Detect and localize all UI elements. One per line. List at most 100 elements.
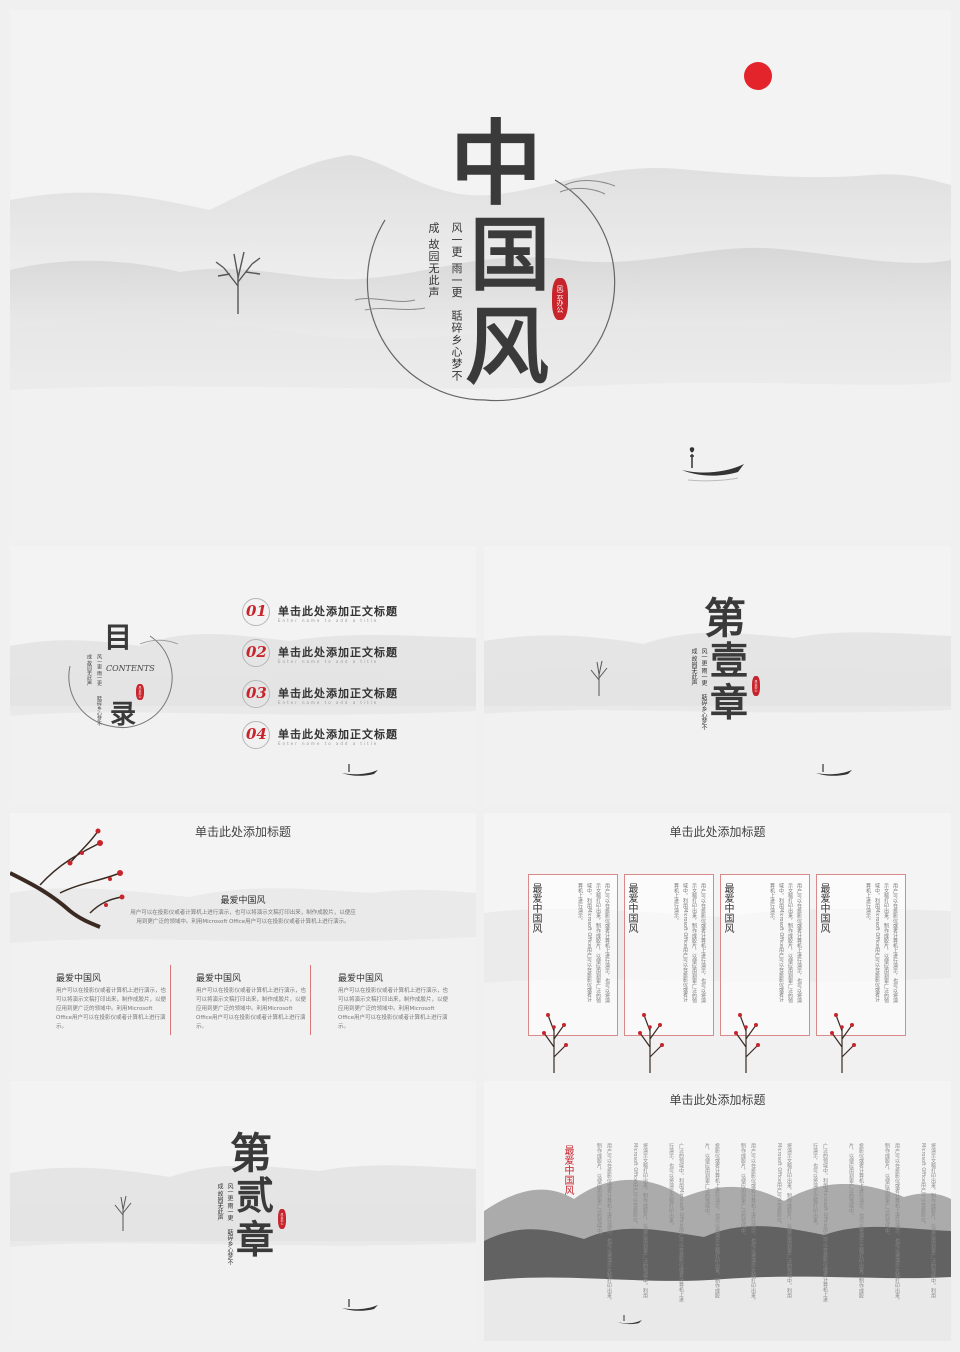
- text-column: 将演示文稿打印出来，制作成胶片，以便应用到更广泛的领域中。利用Microsoft…: [776, 1143, 792, 1298]
- mountain-background: [484, 546, 951, 806]
- chapter1-poem-line-1: 风一更 雨一更: [700, 648, 707, 686]
- toc-poem-line-3: 成 故园无此声: [86, 654, 92, 686]
- cover-title-char-1: 中: [450, 110, 543, 218]
- mountain-background: [10, 546, 476, 806]
- column-heading: 最爱中国风: [196, 974, 242, 984]
- toc-item-subtitle: Enter name to add a title: [278, 618, 379, 623]
- toc-poem-line-2: 聒碎乡心梦不: [96, 696, 102, 726]
- toc-number: 01: [246, 602, 267, 620]
- ring-ornament: [68, 635, 179, 728]
- chapter2-slide: 第 贰 章 风一更 雨一更 聒碎乡心梦不 成 故园无此声 风云办公: [10, 1081, 476, 1341]
- section-heading: 最爱中国风: [220, 896, 266, 906]
- toc-item-title: 单击此处添加正文标题: [278, 728, 398, 741]
- column-body: 用户可以在投影仪或者计算机上进行演示，也可以将演示文稿打印出来，制作成胶片，以便…: [56, 988, 167, 1030]
- plum-branch-icon: [10, 828, 125, 929]
- boat-icon: [342, 764, 378, 776]
- text-slide: 单击此处添加标题 最爱中国风 用户可以在投影仪或者计算机上进行演示，也可以将演示…: [10, 813, 476, 1073]
- red-sun: [744, 62, 772, 90]
- toc-item-subtitle: Enter name to add a title: [278, 659, 379, 664]
- toc-slide: 目 录 CONTENTS 风一更 雨一更 聒碎乡心梦不 成 故园无此声 风云办公…: [10, 546, 476, 806]
- card-heading: 最爱中国风: [626, 883, 637, 933]
- cover-seal: 风云办公: [552, 278, 568, 320]
- section-body: 用户可以在投影仪或者计算机上进行演示，也可以将演示文稿打印出来，制作成胶片，以便…: [130, 910, 356, 925]
- plum-sprig-icon: [638, 1013, 664, 1073]
- info-card[interactable]: 最爱中国风 用户可以在投影仪或者计算机上进行演示，也可以将演示文稿打印出来，制作…: [624, 874, 714, 1036]
- toc-number: 03: [246, 684, 267, 702]
- chapter2-title-char-2: 贰: [236, 1173, 275, 1218]
- chapter1-poem-line-2: 聒碎乡心梦不: [700, 694, 707, 730]
- chapter1-title-char-1: 第: [704, 594, 747, 643]
- ink-landscape-background: [484, 1081, 951, 1341]
- mountain-background: [10, 813, 476, 1073]
- slide-title[interactable]: 单击此处添加标题: [194, 825, 291, 839]
- chapter2-title-char-1: 第: [230, 1129, 273, 1178]
- boat-icon: [682, 447, 744, 482]
- text-column: 用户可以在投影仪或者计算机上进行演示，也可以将演示文稿打印出来，制作成胶片，以便…: [740, 1143, 756, 1303]
- toc-number-ring: [242, 680, 270, 708]
- card-body: 用户可以在投影仪或者计算机上进行演示，也可以将演示文稿打印出来，制作成胶片，以便…: [673, 883, 706, 1003]
- slide-title[interactable]: 单击此处添加标题: [669, 1093, 766, 1107]
- text-column: 将演示文稿打印出来，制作成胶片，以便应用到更广泛的领域中。利用Microsoft…: [632, 1143, 648, 1298]
- text-column: 用户可以在投影仪或者计算机上进行演示，也可以将演示文稿打印出来，制作成胶片，以便…: [596, 1143, 612, 1303]
- boat-icon: [618, 1315, 642, 1325]
- card-body: 用户可以在投影仪或者计算机上进行演示，也可以将演示文稿打印出来，制作成胶片，以便…: [865, 883, 898, 1003]
- column-divider: [170, 965, 171, 1035]
- chapter2-title-char-3: 章: [236, 1217, 275, 1262]
- toc-number: 02: [246, 643, 267, 661]
- toc-item-title: 单击此处添加正文标题: [278, 687, 398, 700]
- plum-sprig-icon: [830, 1013, 856, 1073]
- info-card[interactable]: 最爱中国风 用户可以在投影仪或者计算机上进行演示，也可以将演示文稿打印出来，制作…: [528, 874, 618, 1036]
- toc-item-subtitle: Enter name to add a title: [278, 700, 379, 705]
- info-card[interactable]: 最爱中国风 用户可以在投影仪或者计算机上进行演示，也可以将演示文稿打印出来，制作…: [816, 874, 906, 1036]
- chapter1-seal: 风云办公: [752, 676, 760, 696]
- tree-icon: [114, 1195, 132, 1231]
- column-body: 用户可以在投影仪或者计算机上进行演示，也可以将演示文稿打印出来，制作成胶片，以便…: [338, 988, 449, 1030]
- cover-poem-line-1: 风一更 雨一更: [450, 222, 463, 299]
- column-divider: [310, 965, 311, 1035]
- column-heading: 最爱中国风: [338, 974, 384, 984]
- plum-sprig-icon: [542, 1013, 568, 1073]
- chapter2-poem-line-3: 成 故园无此声: [216, 1183, 223, 1221]
- chapter2-poem-line-1: 风一更 雨一更: [226, 1183, 233, 1221]
- card-body: 用户可以在投影仪或者计算机上进行演示，也可以将演示文稿打印出来，制作成胶片，以便…: [769, 883, 802, 1003]
- cards-slide: 单击此处添加标题 最爱中国风 用户可以在投影仪或者计算机上进行演示，也可以将演示…: [484, 813, 951, 1073]
- info-card[interactable]: 最爱中国风 用户可以在投影仪或者计算机上进行演示，也可以将演示文稿打印出来，制作…: [720, 874, 810, 1036]
- mountain-background: [10, 1081, 476, 1341]
- card-heading: 最爱中国风: [722, 883, 733, 933]
- toc-title-char-2: 录: [110, 700, 137, 730]
- card-heading: 最爱中国风: [818, 883, 829, 933]
- boat-icon: [342, 1299, 378, 1311]
- text-column: 最爱中国风 用户可以在投影仪或者计算机上进行演示，也可以将演示文稿打印出来，制作…: [338, 971, 448, 1032]
- contents-label: CONTENTS: [106, 664, 155, 673]
- toc-number-ring: [242, 639, 270, 667]
- chapter1-poem-line-3: 成 故园无此声: [690, 648, 697, 686]
- chapter2-seal: 风云办公: [278, 1209, 286, 1229]
- slide-title[interactable]: 单击此处添加标题: [669, 825, 766, 839]
- column-heading: 最爱中国风: [56, 974, 102, 984]
- toc-number-ring: [242, 721, 270, 749]
- card-heading: 最爱中国风: [530, 883, 541, 933]
- toc-item-title: 单击此处添加正文标题: [278, 646, 398, 659]
- tree-icon: [590, 660, 608, 696]
- text-column: 广泛的领域中。利用Microsoft Office用户可以在投影仪或者计算机上进…: [812, 1143, 828, 1302]
- toc-item-subtitle: Enter name to add a title: [278, 741, 379, 746]
- text-column: 广泛的领域中。利用Microsoft Office用户可以在投影仪或者计算机上进…: [668, 1143, 684, 1302]
- cover-poem-line-3: 成 故园无此声: [427, 222, 440, 299]
- cover-title-char-2: 国: [470, 208, 550, 302]
- tree-icon: [215, 251, 261, 314]
- text-column: 最爱中国风 用户可以在投影仪或者计算机上进行演示，也可以将演示文稿打印出来，制作…: [196, 971, 306, 1032]
- toc-seal: 风云办公: [136, 684, 144, 700]
- toc-poem-line-1: 风一更 雨一更: [96, 654, 102, 686]
- cover-slide: 中 国 风 风一更 雨一更 聒碎乡心梦不 成 故园无此声 风云办公: [10, 10, 951, 538]
- toc-number-ring: [242, 598, 270, 626]
- toc-item-title: 单击此处添加正文标题: [278, 605, 398, 618]
- landscape-slide: 单击此处添加标题 最爱中国风 用户可以在投影仪或者计算机上进行演示，也可以将演示…: [484, 1081, 951, 1341]
- mountain-background: [10, 10, 951, 538]
- text-column: 投影仪或者计算机上进行演示，也可以将演示文稿打印出来，制作成胶片，以便应用到更广…: [848, 1143, 864, 1298]
- cover-title-char-3: 风: [465, 297, 550, 396]
- chapter1-title-char-2: 壹: [710, 638, 749, 683]
- chapter1-slide: 第 壹 章 风一更 雨一更 聒碎乡心梦不 成 故园无此声 风云办公: [484, 546, 951, 806]
- toc-title-char-1: 目: [104, 621, 133, 654]
- text-column: 将演示文稿打印出来，制作成胶片，以便应用到更广泛的领域中。利用Microsoft…: [920, 1143, 936, 1298]
- card-body: 用户可以在投影仪或者计算机上进行演示，也可以将演示文稿打印出来，制作成胶片，以便…: [577, 883, 610, 1003]
